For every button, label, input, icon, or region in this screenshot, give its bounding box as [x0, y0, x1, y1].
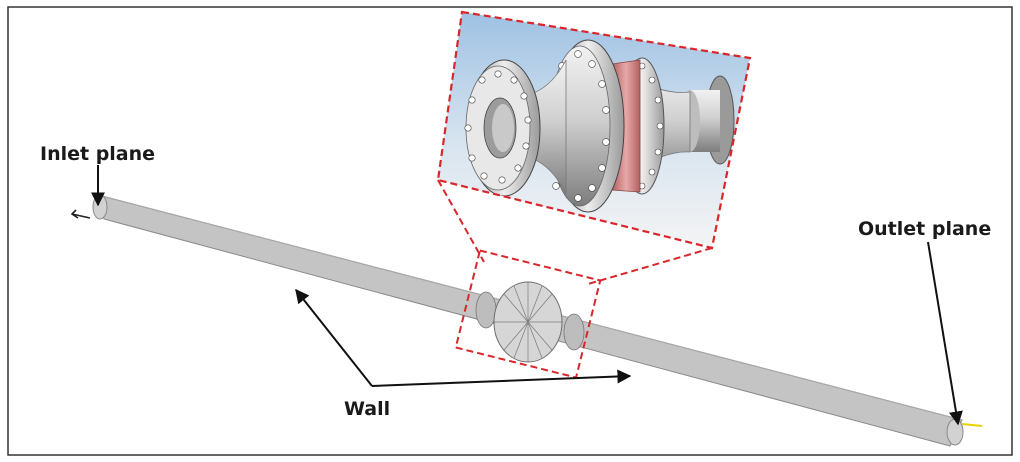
outlet-face [946, 418, 964, 446]
valve-callout-box [454, 249, 602, 379]
outlet-arrow [927, 241, 963, 426]
valve-inset [436, 10, 752, 250]
inlet-plane-label: Inlet plane [40, 143, 156, 165]
outlet-plane-label: Outlet plane [858, 218, 992, 240]
callout-line-left [437, 179, 485, 263]
inlet-face [92, 194, 108, 220]
wall-label: Wall [344, 398, 391, 420]
valve-in-pipe [454, 249, 602, 379]
wall-arrow-right [371, 369, 632, 387]
wall-arrow-left [295, 288, 373, 387]
outlet-axis-marker [961, 423, 983, 427]
inlet-axis-marker [70, 209, 91, 219]
